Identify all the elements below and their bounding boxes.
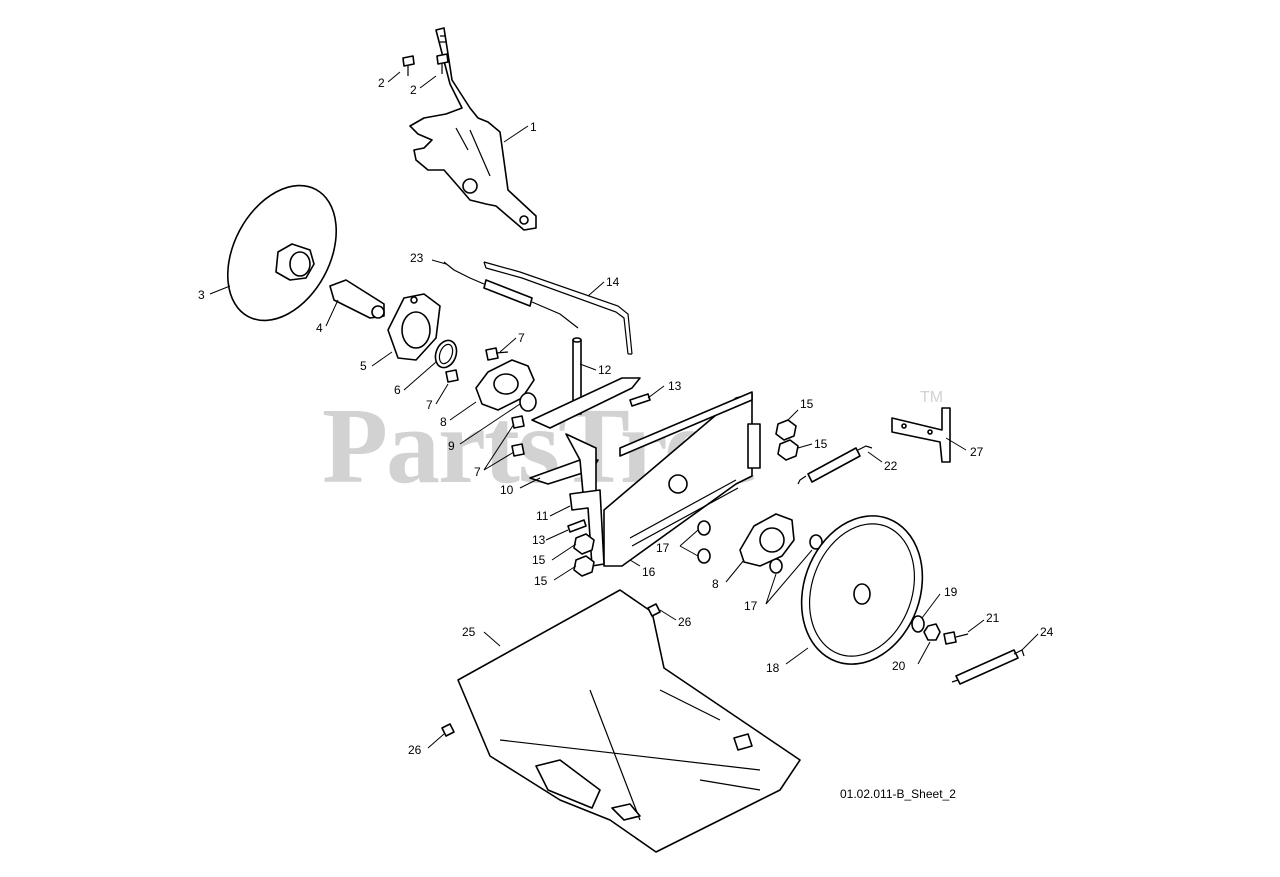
bolt-7d xyxy=(511,443,525,457)
callout-15: 15 xyxy=(814,437,828,451)
spring-13b xyxy=(567,519,587,533)
callout-23: 23 xyxy=(410,251,424,265)
callout-17: 17 xyxy=(744,599,758,613)
bearing-flange xyxy=(387,293,441,361)
screw-26a xyxy=(647,603,661,617)
link-rod xyxy=(483,261,633,355)
bolt-7c xyxy=(511,415,525,429)
control-lever-assembly xyxy=(409,27,537,231)
spring-13a xyxy=(629,393,651,407)
callout-26: 26 xyxy=(408,743,422,757)
callout-13: 13 xyxy=(532,533,546,547)
callout-11: 11 xyxy=(536,509,549,523)
callout-2: 2 xyxy=(378,76,385,90)
callout-15: 15 xyxy=(800,397,814,411)
nut-15b xyxy=(777,439,799,461)
callout-15: 15 xyxy=(532,553,546,567)
callout-16: 16 xyxy=(642,565,656,579)
belt-cover xyxy=(457,589,801,853)
sheet-reference: 01.02.011-B_Sheet_2 xyxy=(840,787,956,801)
callout-27: 27 xyxy=(970,445,984,459)
callout-12: 12 xyxy=(598,363,612,377)
screw-26b xyxy=(441,723,455,737)
callout-8: 8 xyxy=(440,415,447,429)
callout-22: 22 xyxy=(884,459,898,473)
callout-13: 13 xyxy=(668,379,682,393)
nut-17b xyxy=(697,548,711,564)
callout-24: 24 xyxy=(1040,625,1054,639)
washer-19 xyxy=(911,615,925,633)
main-frame-plate xyxy=(603,391,761,567)
callout-14: 14 xyxy=(606,275,620,289)
callout-5: 5 xyxy=(360,359,367,373)
callout-26: 26 xyxy=(678,615,692,629)
drive-pulley xyxy=(800,515,924,665)
callout-17: 17 xyxy=(656,541,670,555)
callout-20: 20 xyxy=(892,659,906,673)
leader-lines xyxy=(209,71,1039,749)
callout-2: 2 xyxy=(410,83,417,97)
callout-3: 3 xyxy=(198,288,205,302)
flange-bearing-upper xyxy=(475,359,535,411)
callout-25: 25 xyxy=(462,625,476,639)
watermark-tm: TM xyxy=(920,389,943,406)
callout-21: 21 xyxy=(986,611,1000,625)
callout-7: 7 xyxy=(474,465,481,479)
friction-disc xyxy=(226,184,338,322)
screw-2a xyxy=(402,55,415,76)
drive-shaft xyxy=(329,279,385,319)
callout-19: 19 xyxy=(944,585,958,599)
bolt-21 xyxy=(943,631,969,645)
callout-18: 18 xyxy=(766,661,780,675)
washer-9 xyxy=(519,392,537,412)
nut-20 xyxy=(923,623,941,641)
spring-24 xyxy=(951,649,1025,685)
nut-15d xyxy=(573,555,595,577)
callout-10: 10 xyxy=(500,483,514,497)
flange-bearing-lower xyxy=(739,513,795,567)
bracket-27 xyxy=(891,407,951,463)
snap-ring xyxy=(434,339,458,369)
nut-17a xyxy=(697,520,711,536)
pivot-bracket xyxy=(529,377,641,505)
callout-1: 1 xyxy=(530,120,537,134)
nut-17c xyxy=(809,534,823,550)
callout-9: 9 xyxy=(448,439,455,453)
callout-7: 7 xyxy=(426,398,433,412)
nut-15c xyxy=(573,533,595,555)
callout-4: 4 xyxy=(316,321,323,335)
callout-6: 6 xyxy=(394,383,401,397)
callout-8: 8 xyxy=(712,577,719,591)
bolt-7b xyxy=(445,369,459,383)
pivot-rod xyxy=(572,337,582,415)
bolt-7a xyxy=(485,347,509,361)
callout-15: 15 xyxy=(534,574,548,588)
callout-7: 7 xyxy=(518,331,525,345)
screw-2b xyxy=(436,53,449,74)
nut-15a xyxy=(775,419,797,441)
spring-22 xyxy=(797,445,873,485)
spring-23 xyxy=(443,261,579,329)
